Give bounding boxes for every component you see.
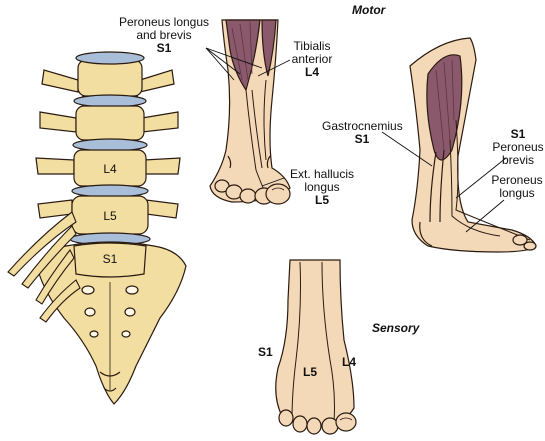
lateral-leg	[409, 37, 537, 253]
vertebra-label-l4: L4	[103, 162, 117, 176]
peroneus-label-line2: and brevis	[136, 28, 192, 42]
tibialis-root-label: L4	[304, 65, 319, 79]
peroneus-longus-line2: longus	[499, 186, 535, 200]
lateral-leg-leaders	[381, 131, 507, 233]
tibialis-label-line2: anterior	[291, 52, 333, 66]
peroneus-longus-label: Peroneus longus	[490, 174, 544, 200]
sensory-heading: Sensory	[372, 321, 420, 335]
anterior-leg-leaders	[205, 47, 291, 187]
dermatome-l5-label: L5	[303, 365, 318, 379]
tibialis-anterior-label: Tibialis anterior L4	[286, 40, 338, 79]
dermatome-l4-label: L4	[342, 355, 357, 369]
tibialis-label-line1: Tibialis	[293, 39, 331, 53]
peroneus-longus-brevis-label: Peroneus longus and brevis S1	[118, 16, 210, 55]
anterior-leg	[209, 19, 291, 205]
peroneus-root-label: S1	[156, 41, 172, 55]
vertebra-label-s1: S1	[103, 252, 118, 266]
peroneus-label-line1: Peroneus longus	[118, 15, 210, 29]
peroneus-longus-line1: Peroneus	[491, 173, 543, 187]
motor-heading: Motor	[352, 3, 386, 17]
vertebra-label-l5: L5	[103, 209, 117, 223]
peroneus-brevis-line2: brevis	[501, 153, 534, 167]
peroneus-brevis-label: S1 Peroneus brevis	[492, 128, 544, 167]
lumbosacral-spine	[35, 51, 187, 405]
gastrocnemius-root-label: S1	[354, 132, 370, 146]
peroneus-brevis-root-label: S1	[510, 127, 526, 141]
hallucis-label-line2: longus	[304, 180, 340, 194]
hallucis-root-label: L5	[314, 193, 329, 207]
peroneus-brevis-line1: Peroneus	[492, 140, 544, 154]
hallucis-label-line1: Ext. hallucis	[289, 167, 355, 181]
dermatome-s1-label: S1	[258, 345, 273, 359]
hallucis-longus-label: Ext. hallucis longus L5	[282, 168, 362, 207]
sensory-foot	[275, 259, 357, 435]
gastrocnemius-label: Gastrocnemius S1	[322, 119, 403, 146]
spinal-nerves	[7, 211, 81, 323]
gastrocnemius-label-line1: Gastrocnemius	[322, 119, 403, 133]
